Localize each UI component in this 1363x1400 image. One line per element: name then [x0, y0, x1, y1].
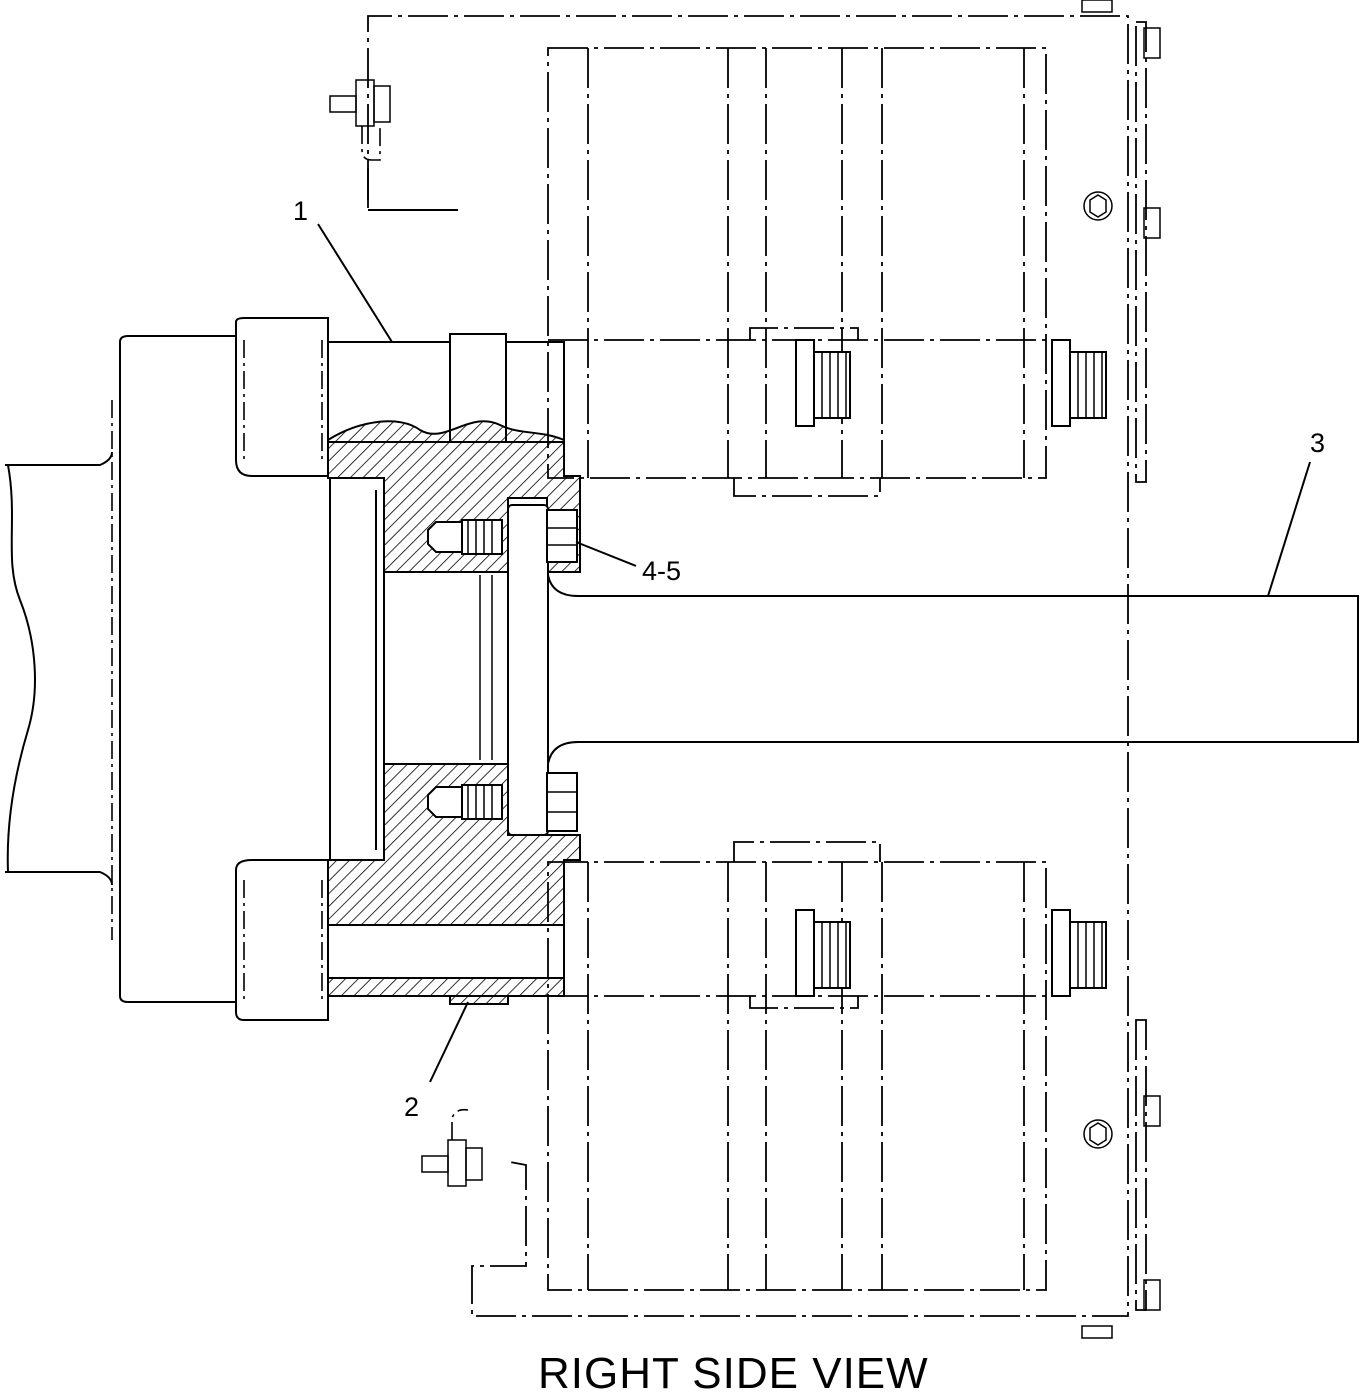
- mount-bolt-bottom-left: [421, 1108, 483, 1187]
- leader-2: [429, 1001, 469, 1083]
- coupling-hub: [327, 333, 581, 997]
- mount-bolt-right-bottom: [1081, 1095, 1161, 1339]
- leader-1: [317, 223, 393, 343]
- mount-bolt-right-top: [1081, 0, 1161, 239]
- cap-screw-upper: [427, 519, 503, 555]
- leader-3: [1267, 461, 1311, 597]
- leader-4-5: [575, 541, 637, 567]
- cap-screw-lower: [427, 784, 503, 820]
- broken-shaft: [5, 451, 113, 886]
- callout-3: 3: [1310, 428, 1325, 458]
- adapter-housing: [111, 317, 329, 1021]
- view-caption: RIGHT SIDE VIEW: [538, 1349, 929, 1398]
- seal-part-2: [449, 995, 509, 1005]
- output-shaft: [547, 574, 1359, 765]
- splined-hub-upper-right: [1051, 339, 1107, 427]
- splined-hub-lower-left: [795, 909, 851, 997]
- splined-hub-lower-right: [1051, 909, 1107, 997]
- mount-bolt-top-left: [329, 79, 391, 161]
- callout-4-5: 4-5: [642, 556, 681, 586]
- splined-hub-upper-left: [795, 339, 851, 427]
- callout-1: 1: [293, 196, 308, 226]
- callout-2: 2: [404, 1092, 419, 1122]
- leader-lines: [317, 223, 1311, 1083]
- flange-plate: [507, 504, 578, 836]
